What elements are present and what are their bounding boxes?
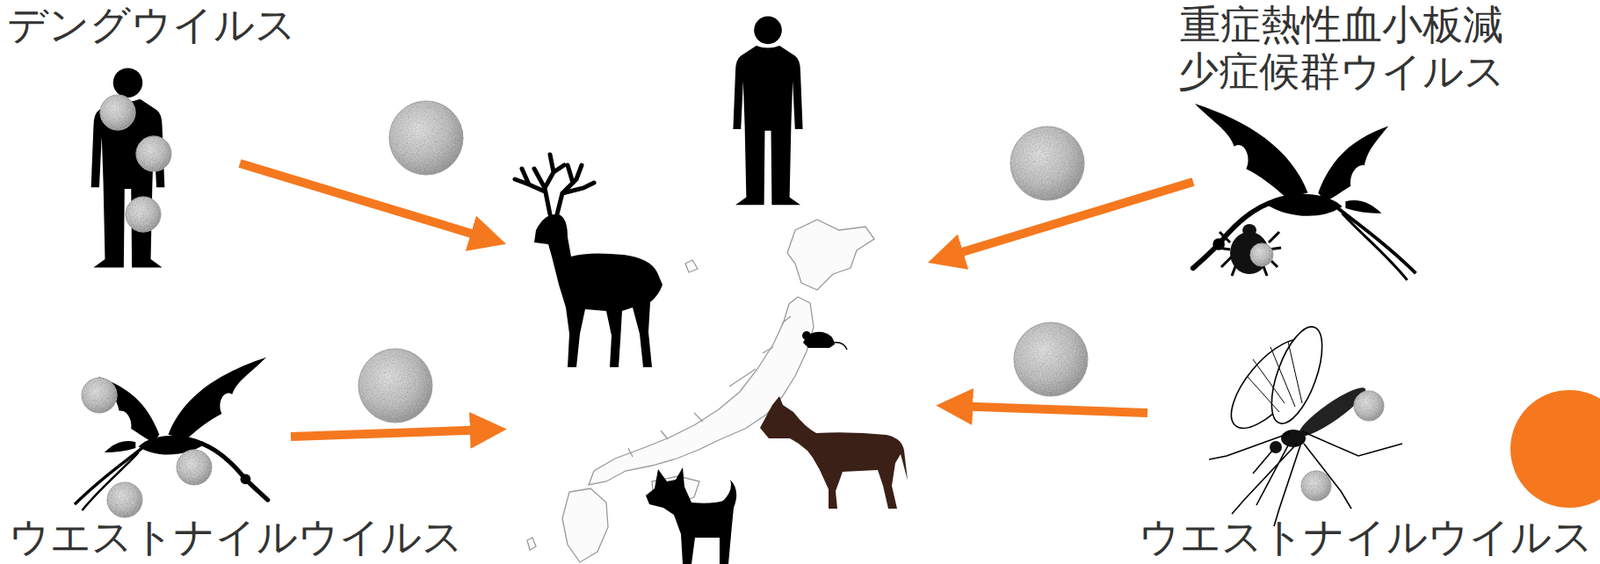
virus-label: ウエストナイルウイルス xyxy=(8,514,464,561)
human-silhouette xyxy=(732,16,803,206)
mosquito xyxy=(1209,320,1403,527)
virus-label: ウエストナイルウイルス xyxy=(1138,514,1593,561)
virus-particle xyxy=(81,377,117,413)
virus-particle xyxy=(100,94,136,131)
mouse-silhouette xyxy=(802,331,848,350)
horse-silhouette xyxy=(760,396,908,509)
virus-particle xyxy=(389,101,464,175)
virus-label: 重症熱性血小板減少症候群ウイルス xyxy=(1172,1,1512,95)
virus-particle xyxy=(358,348,433,423)
virus-particle xyxy=(107,482,143,518)
virus-particle xyxy=(176,449,212,486)
arrow xyxy=(239,163,493,240)
arrow xyxy=(950,405,1148,413)
migratory-bird xyxy=(1193,103,1417,281)
virus-particle xyxy=(1013,322,1088,397)
virus-particle xyxy=(125,196,161,232)
transmission-arrows xyxy=(239,163,1194,437)
virus-label: デングウイルス xyxy=(7,1,297,49)
virus-particle xyxy=(1250,243,1274,267)
virus-particle xyxy=(1301,470,1332,501)
dog-silhouette xyxy=(645,467,737,564)
decor-circle xyxy=(1510,390,1600,508)
virus-particle xyxy=(1010,126,1085,201)
virus-particles xyxy=(81,94,1384,518)
virus-particle xyxy=(1353,390,1384,421)
virus-particle xyxy=(136,136,172,172)
arrow xyxy=(290,429,493,437)
migratory-bird xyxy=(74,357,268,511)
deer-silhouette xyxy=(514,154,663,368)
tick xyxy=(1217,224,1282,276)
